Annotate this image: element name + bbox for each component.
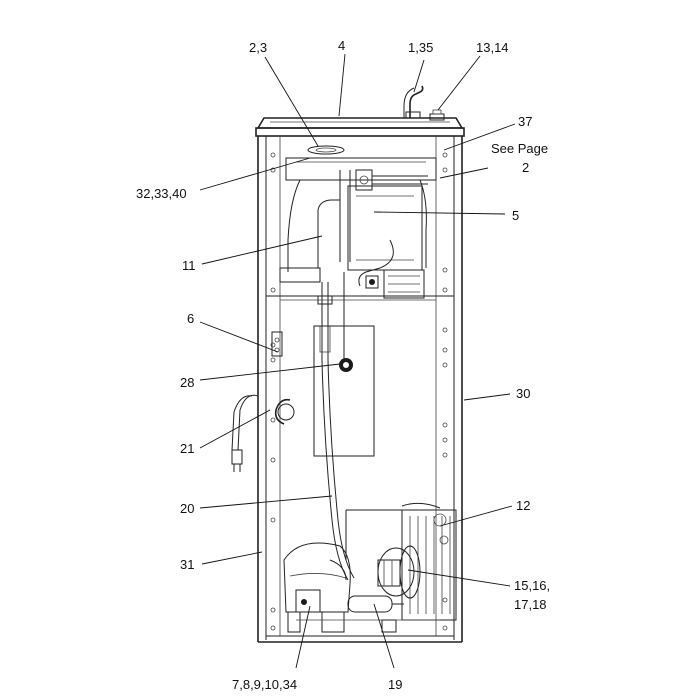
compressor [283, 542, 440, 633]
bubbler-assembly [403, 85, 445, 121]
grommet [339, 272, 353, 372]
vertical-pipe [317, 282, 333, 360]
callout-15-16: 15,16, [514, 578, 550, 593]
drain-strainer [307, 145, 345, 155]
callout-labels: 2,3 4 1,35 13,14 37 See Page 2 32,33,40 … [136, 38, 550, 692]
reservoir-assembly [279, 157, 437, 299]
cabinet-frame [255, 117, 465, 643]
callout-17-18: 17,18 [514, 597, 547, 612]
callout-31: 31 [180, 557, 194, 572]
callout-21: 21 [180, 441, 194, 456]
callout-1-35: 1,35 [408, 40, 433, 55]
callout-11: 11 [182, 258, 196, 273]
side-bracket [271, 331, 283, 357]
callout-19: 19 [388, 677, 402, 692]
power-cord [231, 394, 295, 472]
callout-7-8-9-10-34: 7,8,9,10,34 [232, 677, 297, 692]
callout-2-3: 2,3 [249, 40, 267, 55]
callout-6: 6 [187, 311, 194, 326]
callout-see-page-number: 2 [522, 160, 529, 175]
callout-see-page: See Page [491, 141, 548, 156]
callout-37: 37 [518, 114, 532, 129]
callout-13-14: 13,14 [476, 40, 509, 55]
tubing [321, 359, 355, 581]
callout-28: 28 [180, 375, 194, 390]
callout-12: 12 [516, 498, 530, 513]
fan-motor [377, 545, 421, 599]
callout-4: 4 [338, 38, 345, 53]
callout-5: 5 [512, 208, 519, 223]
callout-32-33-40: 32,33,40 [136, 186, 187, 201]
filter-drier [347, 595, 404, 633]
leader-lines [199, 53, 516, 669]
callout-30: 30 [516, 386, 530, 401]
callout-20: 20 [180, 501, 194, 516]
